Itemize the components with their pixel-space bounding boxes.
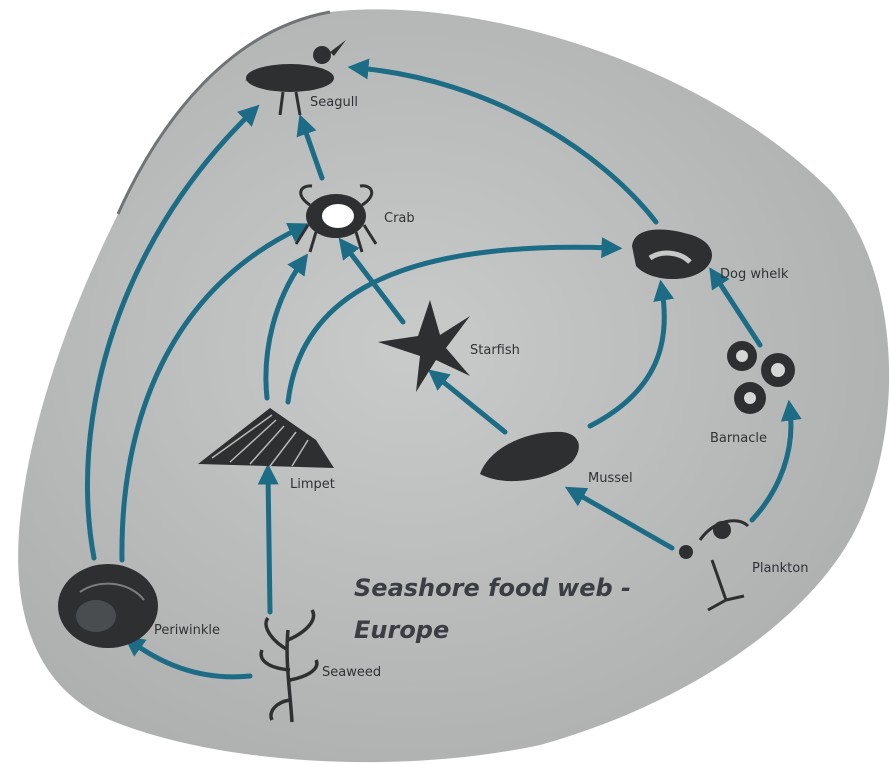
arrow-seaweed-to-limpet — [268, 474, 270, 612]
diagram-title-line2: Europe — [354, 616, 449, 644]
label-mussel: Mussel — [588, 471, 633, 486]
label-seaweed: Seaweed — [322, 665, 381, 680]
label-limpet: Limpet — [290, 477, 335, 492]
label-periwinkle: Periwinkle — [154, 623, 220, 638]
diagram-title-line1: Seashore food web - — [354, 574, 631, 602]
label-crab: Crab — [384, 211, 415, 226]
label-barnacle: Barnacle — [710, 431, 767, 446]
label-plankton: Plankton — [752, 561, 808, 576]
periwinkle-illustration — [58, 564, 158, 648]
label-starfish: Starfish — [470, 343, 520, 358]
label-seagull: Seagull — [310, 95, 358, 110]
label-dog-whelk: Dog whelk — [720, 267, 789, 282]
